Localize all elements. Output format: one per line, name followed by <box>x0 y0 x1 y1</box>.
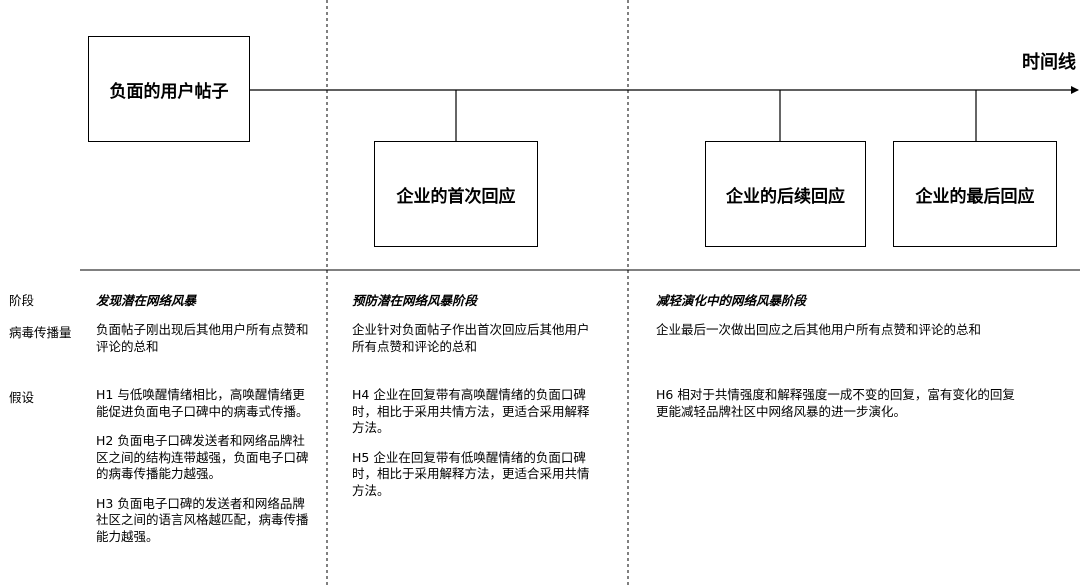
stage-1-viral-volume: 负面帖子刚出现后其他用户所有点赞和评论的总和 <box>96 322 309 354</box>
stage-2-hypotheses: H4 企业在回复带有高唤醒情绪的负面口碑时，相比于采用共情方法，更适合采用解释方… <box>352 387 600 512</box>
stage-2-viral-volume: 企业针对负面帖子作出首次回应后其他用户所有点赞和评论的总和 <box>352 322 590 354</box>
row-label-hypothesis: 假设 <box>9 390 35 405</box>
stage-1-hypotheses: H1 与低唤醒情绪相比，高唤醒情绪更能促进负面电子口碑中的病毒式传播。 H2 负… <box>96 387 314 558</box>
followup-response-box: 企业的后续回应 <box>705 141 866 247</box>
stage-3-hypotheses: H6 相对于共情强度和解释强度一成不变的回复，富有变化的回复更能减轻品牌社区中网… <box>656 387 1026 433</box>
hypothesis-h6: H6 相对于共情强度和解释强度一成不变的回复，富有变化的回复更能减轻品牌社区中网… <box>656 387 1015 419</box>
stage-3-title: 减轻演化中的网络风暴阶段 <box>656 293 807 308</box>
row-label-stage: 阶段 <box>9 293 35 308</box>
negative-post-box: 负面的用户帖子 <box>88 36 250 142</box>
timeline-label: 时间线 <box>1022 52 1076 73</box>
stage-3-viral-volume: 企业最后一次做出回应之后其他用户所有点赞和评论的总和 <box>656 322 982 337</box>
first-response-box: 企业的首次回应 <box>374 141 538 247</box>
hypothesis-h5: H5 企业在回复带有低唤醒情绪的负面口碑时，相比于采用解释方法，更适合采用共情方… <box>352 449 590 498</box>
row-label-viral-volume: 病毒传播量 <box>9 325 72 340</box>
stage-2-title: 预防潜在网络风暴阶段 <box>352 293 478 308</box>
hypothesis-h4: H4 企业在回复带有高唤醒情绪的负面口碑时，相比于采用共情方法，更适合采用解释方… <box>352 387 590 435</box>
final-response-box: 企业的最后回应 <box>893 141 1057 247</box>
hypothesis-h3: H3 负面电子口碑的发送者和网络品牌社区之间的语言风格越匹配，病毒传播能力越强。 <box>96 495 309 544</box>
hypothesis-h2: H2 负面电子口碑发送者和网络品牌社区之间的结构连带越强，负面电子口碑的病毒传播… <box>96 433 309 481</box>
stage-1-title: 发现潜在网络风暴 <box>96 293 197 308</box>
hypothesis-h1: H1 与低唤醒情绪相比，高唤醒情绪更能促进负面电子口碑中的病毒式传播。 <box>96 387 309 419</box>
